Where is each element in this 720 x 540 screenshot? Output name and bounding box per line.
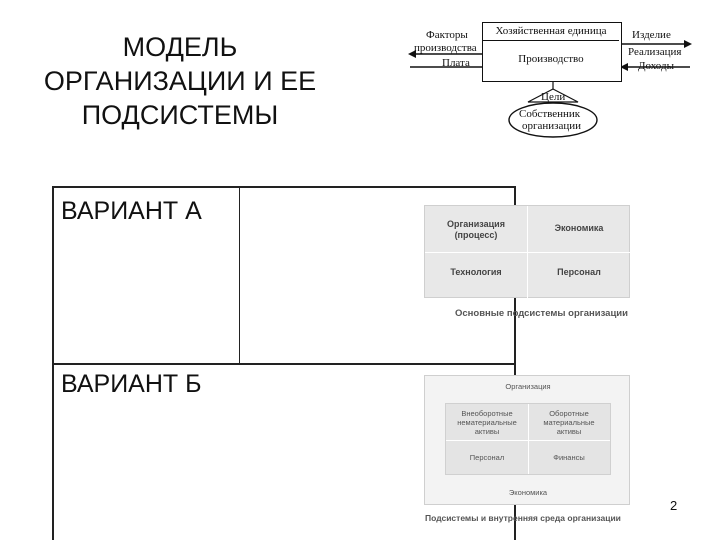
panel-b-economy: Экономика (508, 488, 548, 497)
panel-a-hdivider (425, 252, 631, 253)
right-product: Изделие (632, 29, 671, 41)
panel-a: Организация (процесс) Экономика Технолог… (424, 205, 631, 299)
table-top-border (52, 186, 515, 188)
unit-divider (483, 40, 619, 42)
variant-b-label: ВАРИАНТ Б (61, 370, 202, 398)
panel-b-top: Организация (505, 382, 551, 391)
flow-arrows (408, 40, 692, 138)
owner-line-2: организации (522, 120, 582, 132)
panel-b-current-1: Оборотные (549, 409, 589, 418)
left-factors: Факторы (426, 29, 468, 41)
left-production: производства (414, 42, 477, 54)
title-line-3: ПОДСИСТЕМЫ (81, 100, 279, 130)
panel-b-caption: Подсистемы и внутренняя среда организаци… (425, 513, 621, 523)
panel-b-inner: Внеоборотные нематериальные активы Оборо… (445, 403, 611, 475)
panel-b-finance: Финансы (553, 453, 585, 462)
panel-b-current-2: материальные (543, 418, 595, 427)
panel-b-personnel: Персонал (469, 453, 505, 462)
panel-b-noncurrent-2: нематериальные (457, 418, 517, 427)
title-line-2: ОРГАНИЗАЦИИ И ЕЕ (43, 66, 317, 96)
page-number: 2 (670, 498, 678, 513)
right-income: Доходы (638, 60, 674, 72)
right-sale: Реализация (628, 46, 682, 58)
panel-b: Организация Внеоборотные нематериальные … (424, 375, 630, 505)
left-pay: Плата (442, 57, 470, 69)
owner-line-1: Собственник (519, 108, 581, 120)
unit-box: Хозяйственная единица Производство (482, 22, 622, 82)
panel-a-economy: Экономика (554, 223, 604, 233)
panel-a-org-2: (процесс) (454, 230, 498, 240)
panel-a-technology: Технология (450, 267, 502, 277)
panel-b-noncurrent-1: Внеоборотные (461, 409, 513, 418)
goal-label: Цели (541, 91, 566, 103)
table-right-border (514, 186, 516, 540)
panel-b-vdivider (528, 404, 529, 474)
panel-b-noncurrent-3: активы (474, 427, 500, 436)
panel-a-org-1: Организация (447, 219, 505, 229)
production-label: Производство (518, 53, 584, 65)
unit-title: Хозяйственная единица (495, 25, 607, 37)
table-inner-column (239, 186, 240, 364)
panel-a-caption: Основные подсистемы организации (455, 308, 628, 319)
panel-b-current-3: активы (556, 427, 582, 436)
panel-b-hdivider (446, 440, 610, 441)
slide-title: МОДЕЛЬ ОРГАНИЗАЦИИ И ЕЕ ПОДСИСТЕМЫ (30, 30, 330, 132)
variant-a-label: ВАРИАНТ А (61, 197, 202, 225)
flow-diagram: Хозяйственная единица Производство Факто… (400, 14, 710, 144)
title-line-1: МОДЕЛЬ (122, 32, 238, 62)
panel-a-personnel: Персонал (557, 267, 601, 277)
table-row-divider (52, 363, 515, 365)
